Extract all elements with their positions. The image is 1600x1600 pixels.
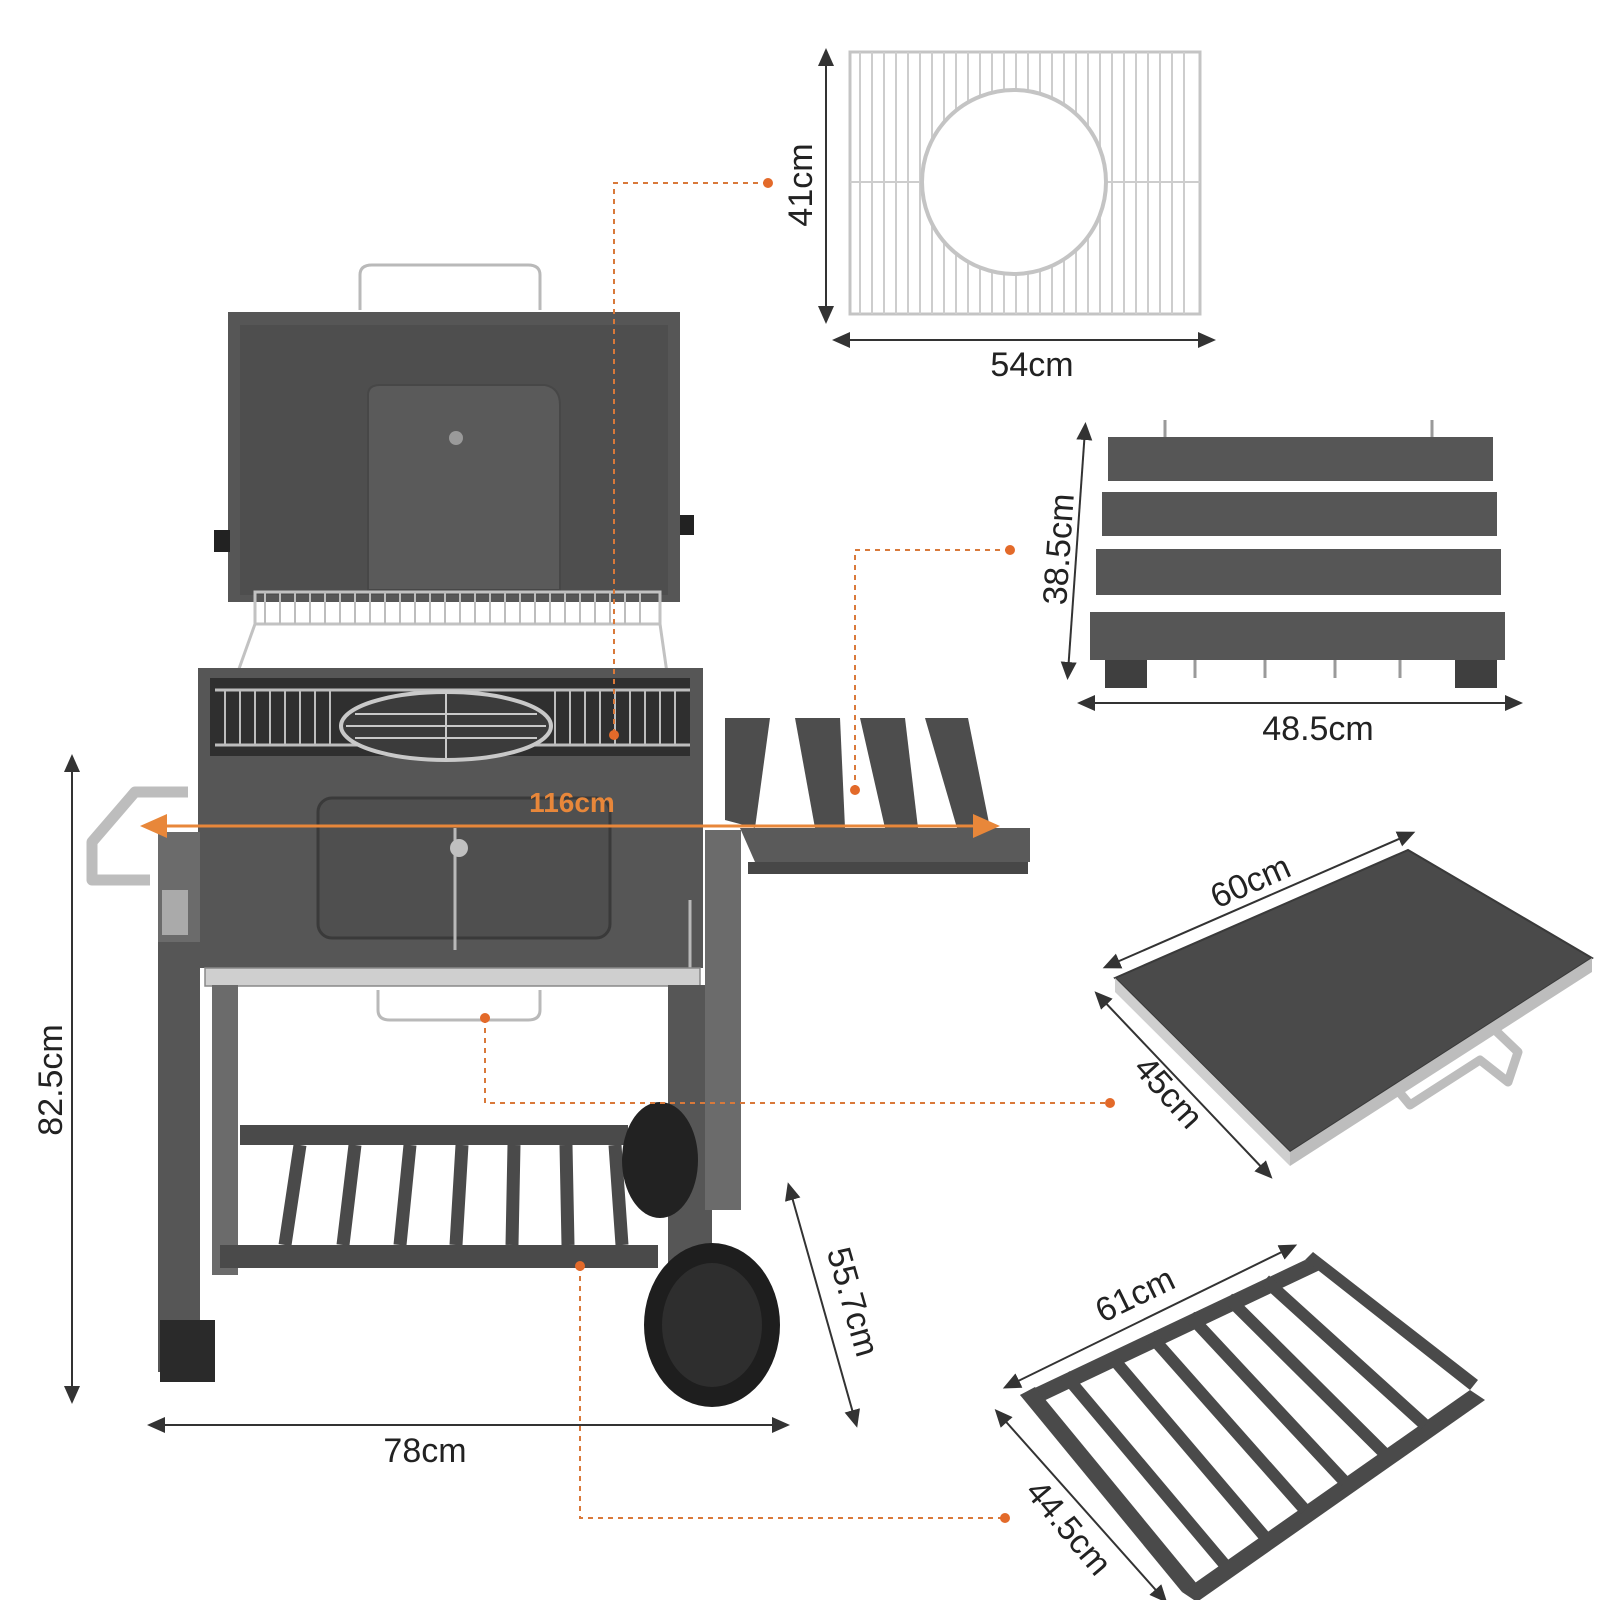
lid-hinge-right <box>680 515 694 535</box>
leg-back-right <box>705 830 741 1210</box>
height-total-label: 82.5cm <box>32 1024 70 1136</box>
side-shelf-width-label: 48.5cm <box>1262 710 1374 748</box>
leader-dot <box>850 785 860 795</box>
ash-tray-depth-arrow <box>1094 991 1273 1179</box>
side-shelf-mounted <box>725 718 1030 874</box>
side-shelf-detail <box>1090 420 1505 688</box>
leader-dot <box>609 730 619 740</box>
leader-dot <box>1105 1098 1115 1108</box>
leader-grate <box>613 182 768 735</box>
lid-handle <box>358 263 542 310</box>
wheel-offset-label: 55.7cm <box>819 1243 886 1361</box>
ash-tray-detail-handle <box>1391 1026 1523 1110</box>
wheel-back <box>622 1102 698 1218</box>
depth-cart-label: 78cm <box>383 1432 466 1470</box>
leg-front-left <box>158 942 200 1372</box>
ash-tray-edge <box>204 967 701 987</box>
grill-illustration <box>86 263 1030 1407</box>
grate-height-label: 41cm <box>782 143 820 226</box>
leg-back-left <box>212 985 238 1275</box>
lid-hinge-left <box>214 530 230 552</box>
grate-width-label: 54cm <box>990 346 1073 384</box>
side-handle <box>86 786 188 886</box>
ash-tray-handle <box>376 990 542 1022</box>
leader-side-shelf <box>854 549 1010 790</box>
door-knob <box>450 839 468 857</box>
bottle-opener <box>162 890 188 935</box>
leader-ash-tray <box>484 1018 1110 1104</box>
ash-tray-width-arrow <box>1102 831 1416 969</box>
lid-bolt <box>449 431 463 445</box>
width-total-label: 116cm <box>529 787 615 818</box>
leader-dot <box>763 178 773 188</box>
leader-dot <box>1000 1513 1010 1523</box>
wheel-offset-arrow <box>785 1182 860 1428</box>
leader-dot <box>575 1261 585 1271</box>
leader-dot <box>1005 545 1015 555</box>
bottom-shelf-width-arrow <box>1002 1244 1298 1389</box>
bottom-shelf-mounted <box>220 1125 658 1268</box>
foot-left <box>160 1320 215 1382</box>
warming-rack <box>233 590 670 681</box>
bottom-shelf-depth-arrow <box>994 1409 1168 1600</box>
bottom-shelf-width-label: 61cm <box>1089 1260 1180 1331</box>
cooking-grate <box>215 688 690 762</box>
charcoal-door <box>316 796 612 940</box>
grate-detail <box>848 50 1202 316</box>
side-shelf-depth-label: 38.5cm <box>1036 492 1082 606</box>
side-shelf-depth-arrow <box>1060 422 1093 680</box>
leader-bottom-shelf <box>579 1266 1005 1519</box>
wheel-hub <box>662 1263 762 1387</box>
leader-dot <box>480 1013 490 1023</box>
lid-panel <box>367 384 561 591</box>
